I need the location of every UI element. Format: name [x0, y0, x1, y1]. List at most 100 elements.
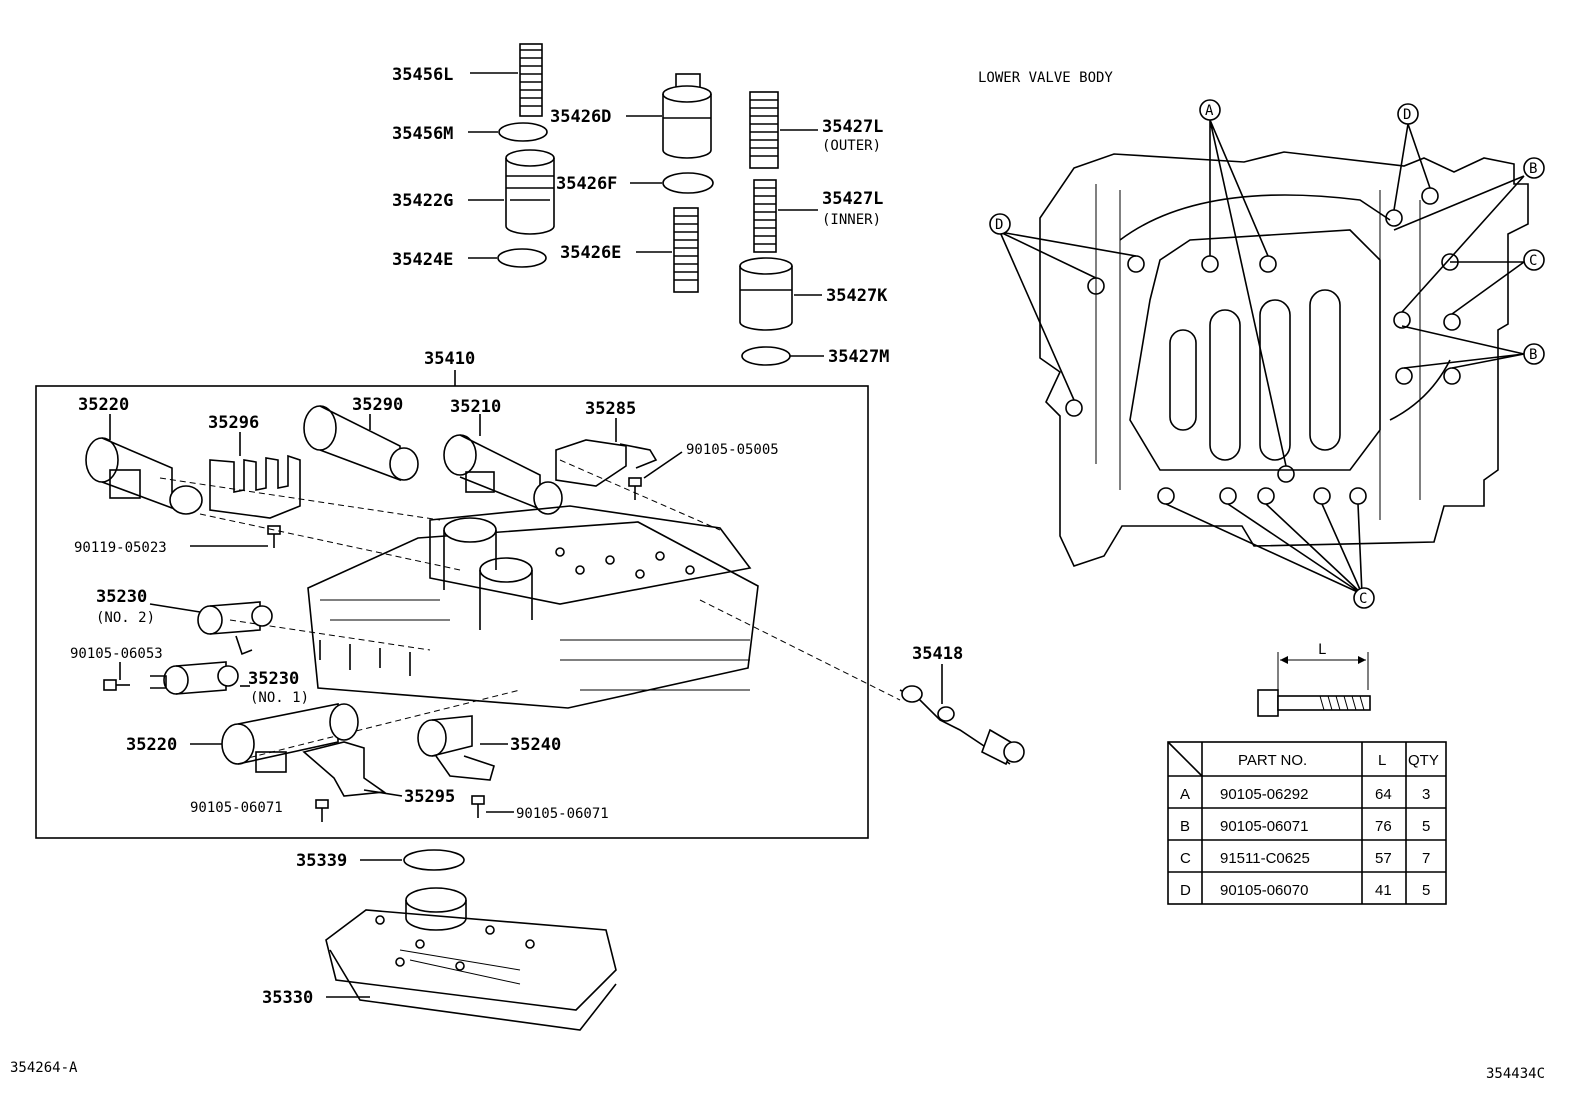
assembly-box [35, 385, 869, 839]
solenoid-35220-top [85, 437, 203, 515]
svg-text:B: B [1529, 347, 1537, 363]
bolt-90105-06071-left [315, 799, 329, 822]
spring-35427L-outer [749, 91, 779, 169]
callout-c-bottom: C [1353, 587, 1375, 609]
label-90119-05023: 90119-05023 [74, 540, 167, 556]
label-no2: (NO. 2) [96, 610, 155, 626]
label-35220-bottom: 35220 [126, 735, 177, 755]
bolt-length-diagram: L [1257, 642, 1371, 717]
label-35427L-outer: 35427L [822, 117, 883, 137]
label-35456M: 35456M [392, 124, 453, 144]
table-row-key: A [1180, 786, 1190, 803]
label-35418: 35418 [912, 644, 963, 664]
label-35426E: 35426E [560, 243, 621, 263]
bolt-table: PART NO. L QTY A 90105-06292 64 3 B 9010… [1167, 741, 1447, 905]
oring-35456M [498, 122, 548, 142]
label-35230-no2: 35230 [96, 587, 147, 607]
table-header-l: L [1378, 752, 1386, 769]
figure-id-left: 354264-A [10, 1060, 78, 1076]
sleeve-35422G [505, 149, 555, 235]
solenoid-35210 [443, 434, 563, 515]
figure-id-right: 354434C [1486, 1066, 1545, 1082]
callout-c-right: C [1523, 249, 1545, 271]
seal-35339 [403, 849, 465, 871]
table-row-length: 64 [1375, 786, 1392, 803]
table-row-part: 90105-06070 [1220, 882, 1308, 899]
callout-d-left: D [989, 213, 1011, 235]
bolt-90105-06053 [103, 679, 130, 691]
valve-body-35410 [307, 505, 759, 709]
lower-valve-body-outline [1039, 151, 1529, 567]
callout-d-top: D [1397, 103, 1419, 125]
label-length: L [1318, 642, 1326, 658]
table-row-qty: 5 [1422, 818, 1430, 835]
label-90105-06071-left: 90105-06071 [190, 800, 283, 816]
label-90105-05005: 90105-05005 [686, 442, 779, 458]
solenoid-35240 [417, 715, 495, 781]
spring-35426E [673, 207, 699, 293]
label-35295: 35295 [404, 787, 455, 807]
label-35427M: 35427M [828, 347, 889, 367]
solenoid-35290 [303, 405, 419, 482]
label-35456L: 35456L [392, 65, 453, 85]
label-35410: 35410 [424, 349, 475, 369]
spring-35427L-inner [753, 179, 777, 253]
table-header-part-no: PART NO. [1238, 752, 1307, 769]
table-row-key: D [1180, 882, 1191, 899]
table-row-part: 90105-06071 [1220, 818, 1308, 835]
label-35426F: 35426F [556, 174, 617, 194]
label-35422G: 35422G [392, 191, 453, 211]
bolt-90105-05005 [628, 477, 642, 500]
label-35339: 35339 [296, 851, 347, 871]
solenoid-35220-bottom [221, 703, 359, 773]
label-outer: (OUTER) [822, 138, 881, 154]
label-35285: 35285 [585, 399, 636, 419]
oring-35426F [662, 172, 714, 194]
bracket-35285 [555, 439, 658, 487]
label-35427L-inner: 35427L [822, 189, 883, 209]
label-35230-no1: 35230 [248, 669, 299, 689]
label-no1: (NO. 1) [250, 690, 309, 706]
svg-text:B: B [1529, 161, 1537, 177]
svg-text:D: D [995, 217, 1003, 233]
plug-35426D [662, 73, 712, 159]
spring-35456L [519, 43, 543, 117]
table-row-part: 91511-C0625 [1220, 850, 1310, 867]
label-35210: 35210 [450, 397, 501, 417]
strainer-35330 [325, 887, 617, 1031]
table-row-qty: 7 [1422, 850, 1430, 867]
callout-a: A [1199, 99, 1221, 121]
oring-35427M [741, 346, 791, 366]
label-35427K: 35427K [826, 286, 888, 306]
table-row-length: 76 [1375, 818, 1392, 835]
svg-text:C: C [1529, 253, 1537, 269]
sleeve-35427K [739, 257, 793, 331]
bracket-35295 [302, 741, 387, 797]
bracket-35296 [209, 454, 301, 519]
label-90105-06071-right: 90105-06071 [516, 806, 609, 822]
harness-35418 [899, 685, 1025, 766]
label-35240: 35240 [510, 735, 561, 755]
table-row-qty: 3 [1422, 786, 1430, 803]
label-35330: 35330 [262, 988, 313, 1008]
svg-text:A: A [1205, 103, 1214, 119]
callout-leaders [999, 119, 1525, 595]
table-row-qty: 5 [1422, 882, 1430, 899]
svg-text:C: C [1359, 591, 1367, 607]
table-row-length: 41 [1375, 882, 1392, 899]
table-row-key: B [1180, 818, 1190, 835]
label-35296: 35296 [208, 413, 259, 433]
label-35426D: 35426D [550, 107, 611, 127]
table-row-length: 57 [1375, 850, 1392, 867]
lower-valve-body-title: LOWER VALVE BODY [978, 70, 1113, 86]
svg-text:D: D [1403, 107, 1411, 123]
callout-b-top: B [1523, 157, 1545, 179]
label-35220-top: 35220 [78, 395, 129, 415]
callout-b-mid: B [1523, 343, 1545, 365]
bolt-90105-06071-right [471, 795, 485, 818]
table-header-qty: QTY [1408, 752, 1439, 769]
solenoid-35230-no2 [197, 601, 273, 656]
label-inner: (INNER) [822, 212, 881, 228]
label-35290: 35290 [352, 395, 403, 415]
